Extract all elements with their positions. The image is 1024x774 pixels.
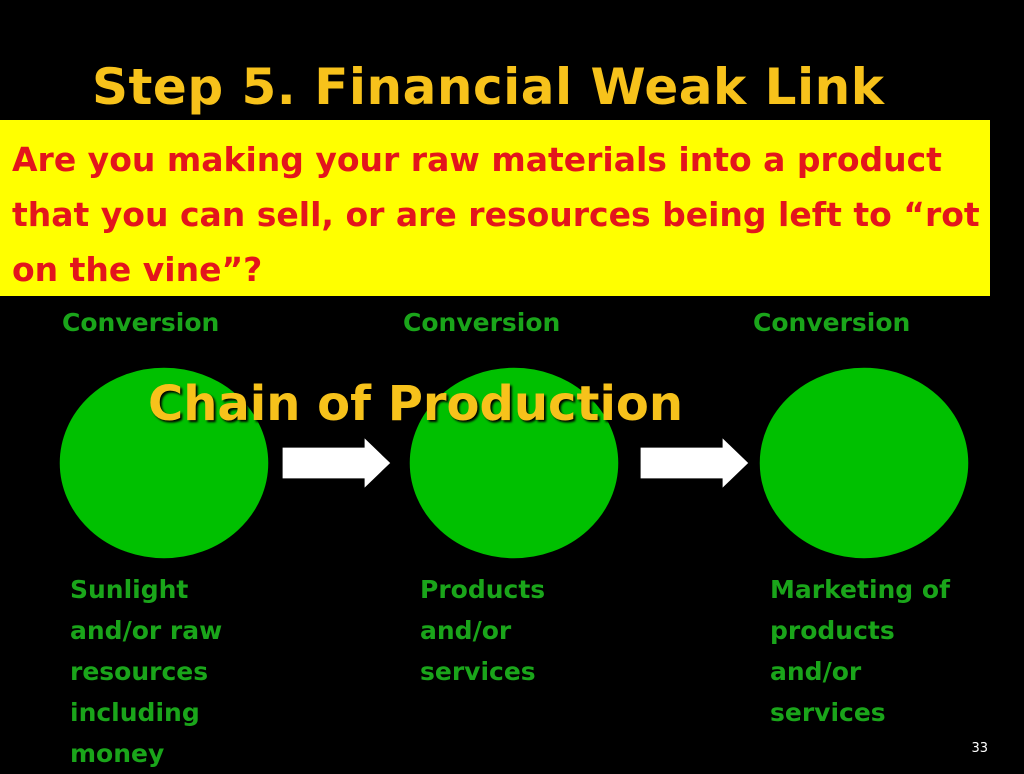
- diagram-title: Chain of Production: [148, 376, 684, 432]
- stage-2-circle: [408, 366, 620, 560]
- callout-box: Are you making your raw materials into a…: [0, 120, 990, 296]
- stage-3-circle: [758, 366, 970, 560]
- callout-text: Are you making your raw materials into a…: [12, 140, 980, 289]
- stage-1-bottom-label: Sunlight and/or raw resources including …: [70, 575, 223, 768]
- stage-3-top-label: Conversion: [753, 308, 911, 337]
- arrow-1-icon: [281, 435, 392, 491]
- stage-1-circle: [58, 366, 270, 560]
- stage-3-bottom-label: Marketing of products and/or services: [770, 575, 950, 727]
- page-number: 33: [971, 741, 988, 756]
- arrow-2-icon: [639, 435, 750, 491]
- slide-title: Step 5. Financial Weak Link: [92, 58, 885, 116]
- stage-2-top-label: Conversion: [403, 308, 561, 337]
- stage-1-top-label: Conversion: [62, 308, 220, 337]
- stage-2-bottom-label: Products and/or services: [420, 575, 546, 686]
